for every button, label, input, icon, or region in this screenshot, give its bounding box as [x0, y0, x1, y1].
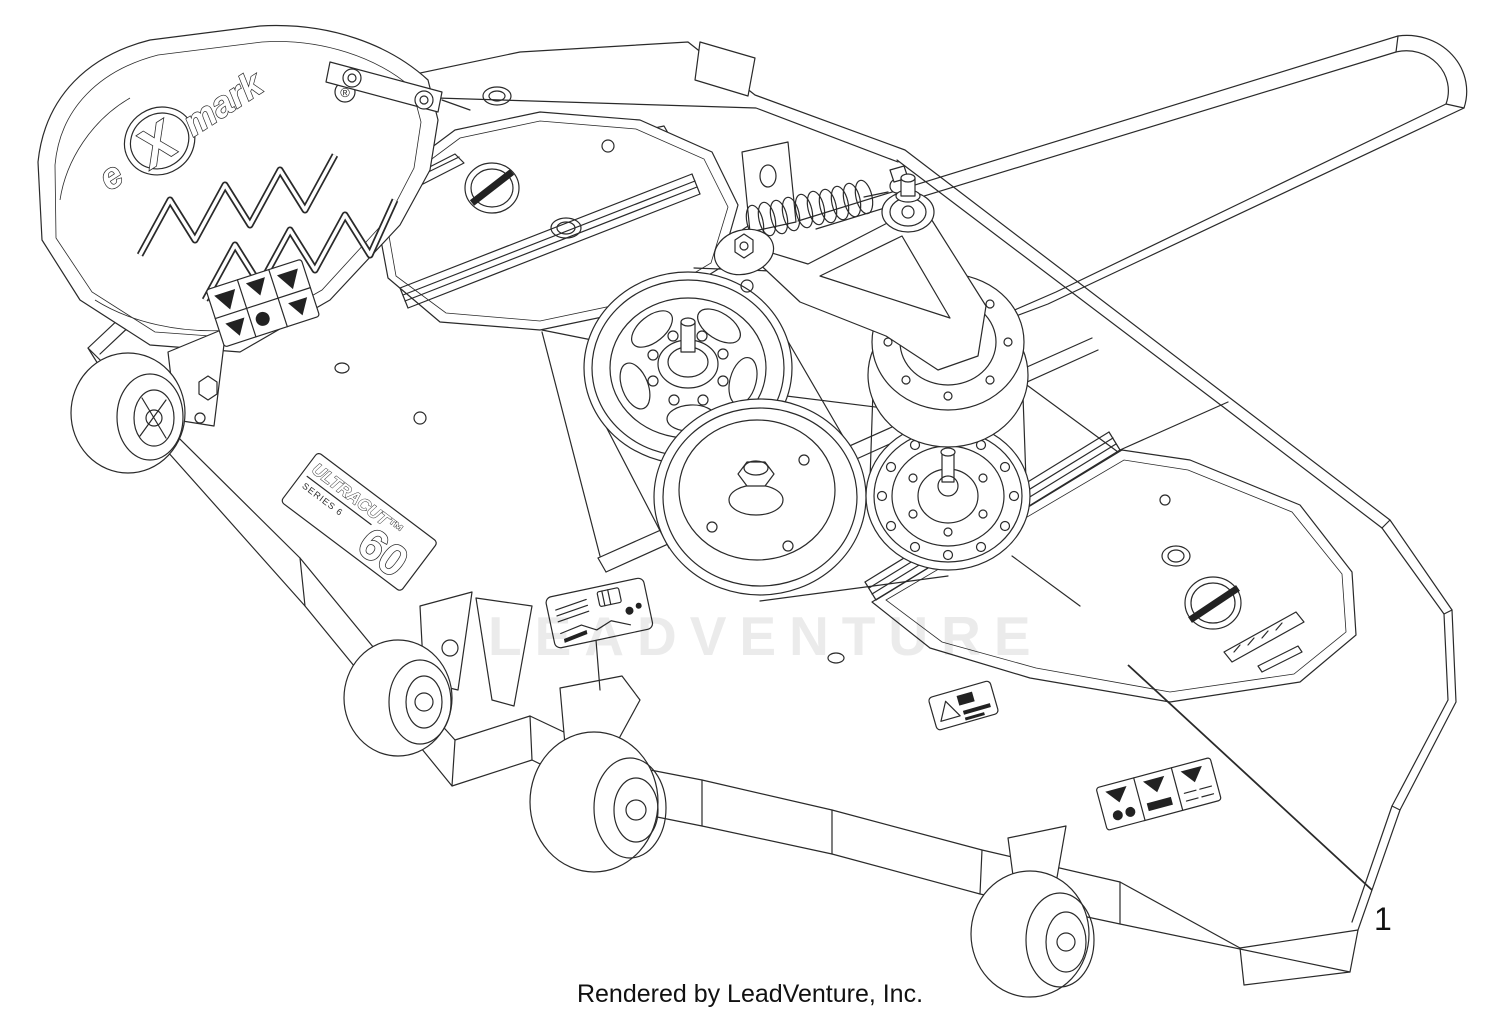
- roller-wheel-icon: [970, 870, 1090, 998]
- idler-arm-plate: [735, 213, 987, 371]
- discharge-cover-assembly: e X mark ®: [37, 24, 471, 353]
- roller-wheel-icon: [70, 352, 186, 474]
- belt-routing-decal: [545, 577, 654, 649]
- roller-wheel-icon: [343, 639, 453, 757]
- warning-decal-left: [206, 259, 320, 347]
- svg-text:®: ®: [340, 85, 350, 100]
- left-cover-rail: [399, 173, 701, 309]
- right-cover-emblem-icon: [1184, 576, 1242, 630]
- right-cover-plate: [871, 449, 1357, 703]
- render-caption: Rendered by LeadVenture, Inc.: [576, 980, 924, 1008]
- discharge-cover-shell: [37, 24, 439, 353]
- deck-hole: [482, 86, 512, 106]
- anti-scalp-roller-midleft: [343, 591, 533, 757]
- anti-scalp-roller-right: [970, 825, 1095, 998]
- callout-1[interactable]: 1: [1127, 664, 1392, 937]
- arm-idler-pulley-icon: [881, 173, 935, 233]
- hanger-bracket: [325, 61, 471, 113]
- idler-arm-assembly: [713, 165, 987, 371]
- warning-decal-small: [928, 680, 999, 731]
- watermark: LEADVENTURE: [488, 605, 1044, 667]
- belt-guide-loop-rod: [797, 34, 1468, 323]
- left-belt-cover: [371, 111, 739, 331]
- anti-scalp-roller-left: [70, 327, 227, 474]
- anti-scalp-roller-center: [529, 639, 667, 873]
- idler-pulley-center-icon: [653, 398, 867, 596]
- right-cover-handle-slot: [1223, 611, 1305, 673]
- warning-decal-right: [1096, 757, 1222, 831]
- callout-label[interactable]: 1: [1374, 901, 1392, 937]
- callout-leader-line: [1127, 664, 1373, 891]
- left-cover-emblem-icon: [464, 162, 520, 214]
